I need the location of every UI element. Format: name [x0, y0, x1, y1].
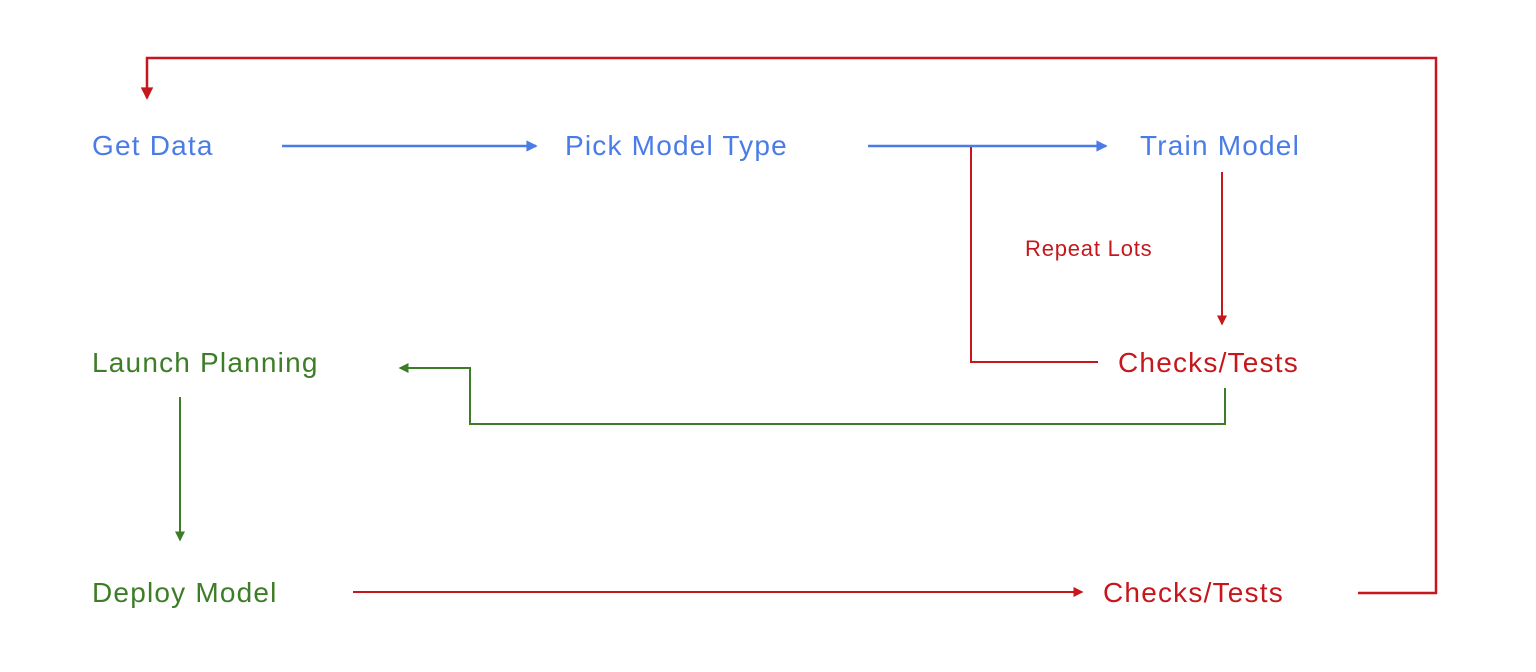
edge-repeat-branch — [970, 147, 1098, 363]
node-train-model: Train Model — [1140, 130, 1300, 161]
node-checks-tests-final: Checks/Tests — [1103, 577, 1284, 608]
node-checks-tests-mid: Checks/Tests — [1118, 347, 1299, 378]
node-pick-model-type: Pick Model Type — [565, 130, 788, 161]
node-get-data: Get Data — [92, 130, 214, 161]
node-deploy-model: Deploy Model — [92, 577, 278, 608]
edge-loop-back-to-getdata — [140, 56, 1438, 595]
node-launch-planning: Launch Planning — [92, 347, 319, 378]
annotation-repeat-lots: Repeat Lots — [1025, 236, 1153, 261]
edge-checkstests-to-launchplanning — [398, 363, 1226, 425]
